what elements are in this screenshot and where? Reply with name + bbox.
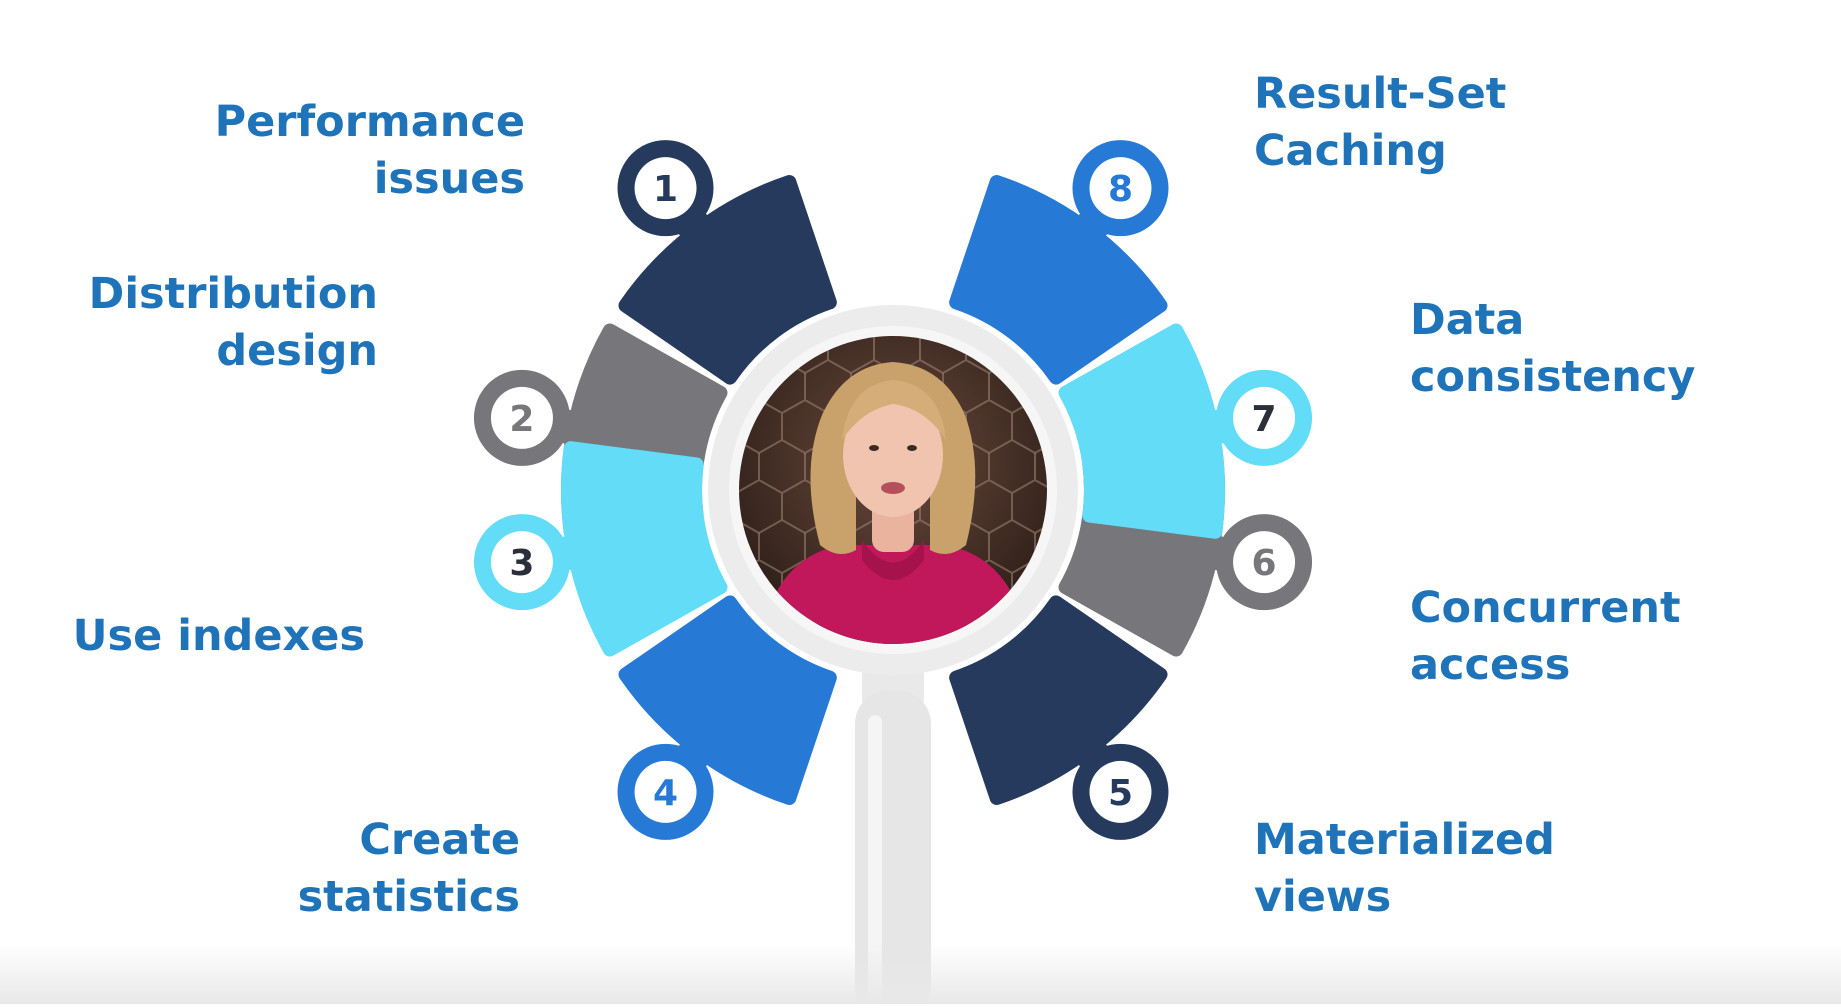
number-badge-8: 8 <box>1072 140 1169 237</box>
ring-segment-4 <box>618 595 837 806</box>
topic-6-line2: access <box>1410 640 1571 690</box>
badge-center-8 <box>1089 157 1152 220</box>
magnifier-handle-shine <box>868 715 882 1008</box>
badge-number-8: 8 <box>1108 169 1133 210</box>
topic-2-line1: Distribution <box>88 269 378 319</box>
badge-center-1 <box>634 157 697 220</box>
number-badge-5: 5 <box>1072 743 1169 840</box>
topic-label-5: Materialized views <box>1254 812 1555 926</box>
badge-number-1: 1 <box>653 169 678 210</box>
topic-4-line2: statistics <box>297 872 520 922</box>
topic-label-2: Distribution design <box>40 266 378 380</box>
topic-label-1: Performance issues <box>180 94 525 208</box>
ring-segment-7 <box>1058 323 1225 539</box>
badge-number-5: 5 <box>1108 773 1133 814</box>
ring-segment-3 <box>561 441 728 657</box>
number-badges: 1 2 3 4 5 6 7 8 <box>473 140 1313 840</box>
presenter-video-frame <box>739 336 1047 644</box>
badge-number-7: 7 <box>1252 399 1277 440</box>
topic-label-8: Result-Set Caching <box>1254 66 1506 180</box>
badge-center-4 <box>634 760 697 823</box>
number-badge-3: 3 <box>473 514 570 611</box>
ring-segment-1 <box>618 174 837 385</box>
ring-segment-8 <box>949 174 1168 385</box>
badge-number-4: 4 <box>653 773 678 814</box>
topic-1-line1: Performance <box>214 97 525 147</box>
topic-7-line1: Data <box>1410 295 1525 345</box>
topic-label-7: Data consistency <box>1410 292 1695 406</box>
number-badge-7: 7 <box>1216 369 1313 466</box>
topic-2-line2: design <box>216 326 378 376</box>
topic-label-3: Use indexes <box>40 608 365 665</box>
badge-center-7 <box>1233 386 1296 449</box>
number-badge-6: 6 <box>1216 514 1313 611</box>
topic-5-line1: Materialized <box>1254 815 1555 865</box>
topic-8-line2: Caching <box>1254 126 1447 176</box>
topic-label-4: Create statistics <box>180 812 520 926</box>
number-badge-1: 1 <box>617 140 714 237</box>
topic-8-line1: Result-Set <box>1254 69 1507 119</box>
badge-number-6: 6 <box>1252 543 1277 584</box>
badge-center-6 <box>1233 531 1296 594</box>
badge-center-2 <box>490 386 553 449</box>
badge-number-2: 2 <box>509 399 534 440</box>
badge-number-3: 3 <box>509 543 534 584</box>
number-badge-4: 4 <box>617 743 714 840</box>
topic-1-line2: issues <box>373 154 525 204</box>
topic-6-line1: Concurrent <box>1410 583 1681 633</box>
topic-5-line2: views <box>1254 872 1392 922</box>
number-badge-2: 2 <box>473 369 570 466</box>
topic-label-6: Concurrent access <box>1410 580 1681 694</box>
topic-4-line1: Create <box>359 815 520 865</box>
bottom-fade <box>0 944 1841 1004</box>
ring-segment-5 <box>949 595 1168 806</box>
badge-center-3 <box>490 531 553 594</box>
badge-center-5 <box>1089 760 1152 823</box>
topic-7-line2: consistency <box>1410 352 1696 402</box>
topic-3-line1: Use indexes <box>72 611 365 661</box>
